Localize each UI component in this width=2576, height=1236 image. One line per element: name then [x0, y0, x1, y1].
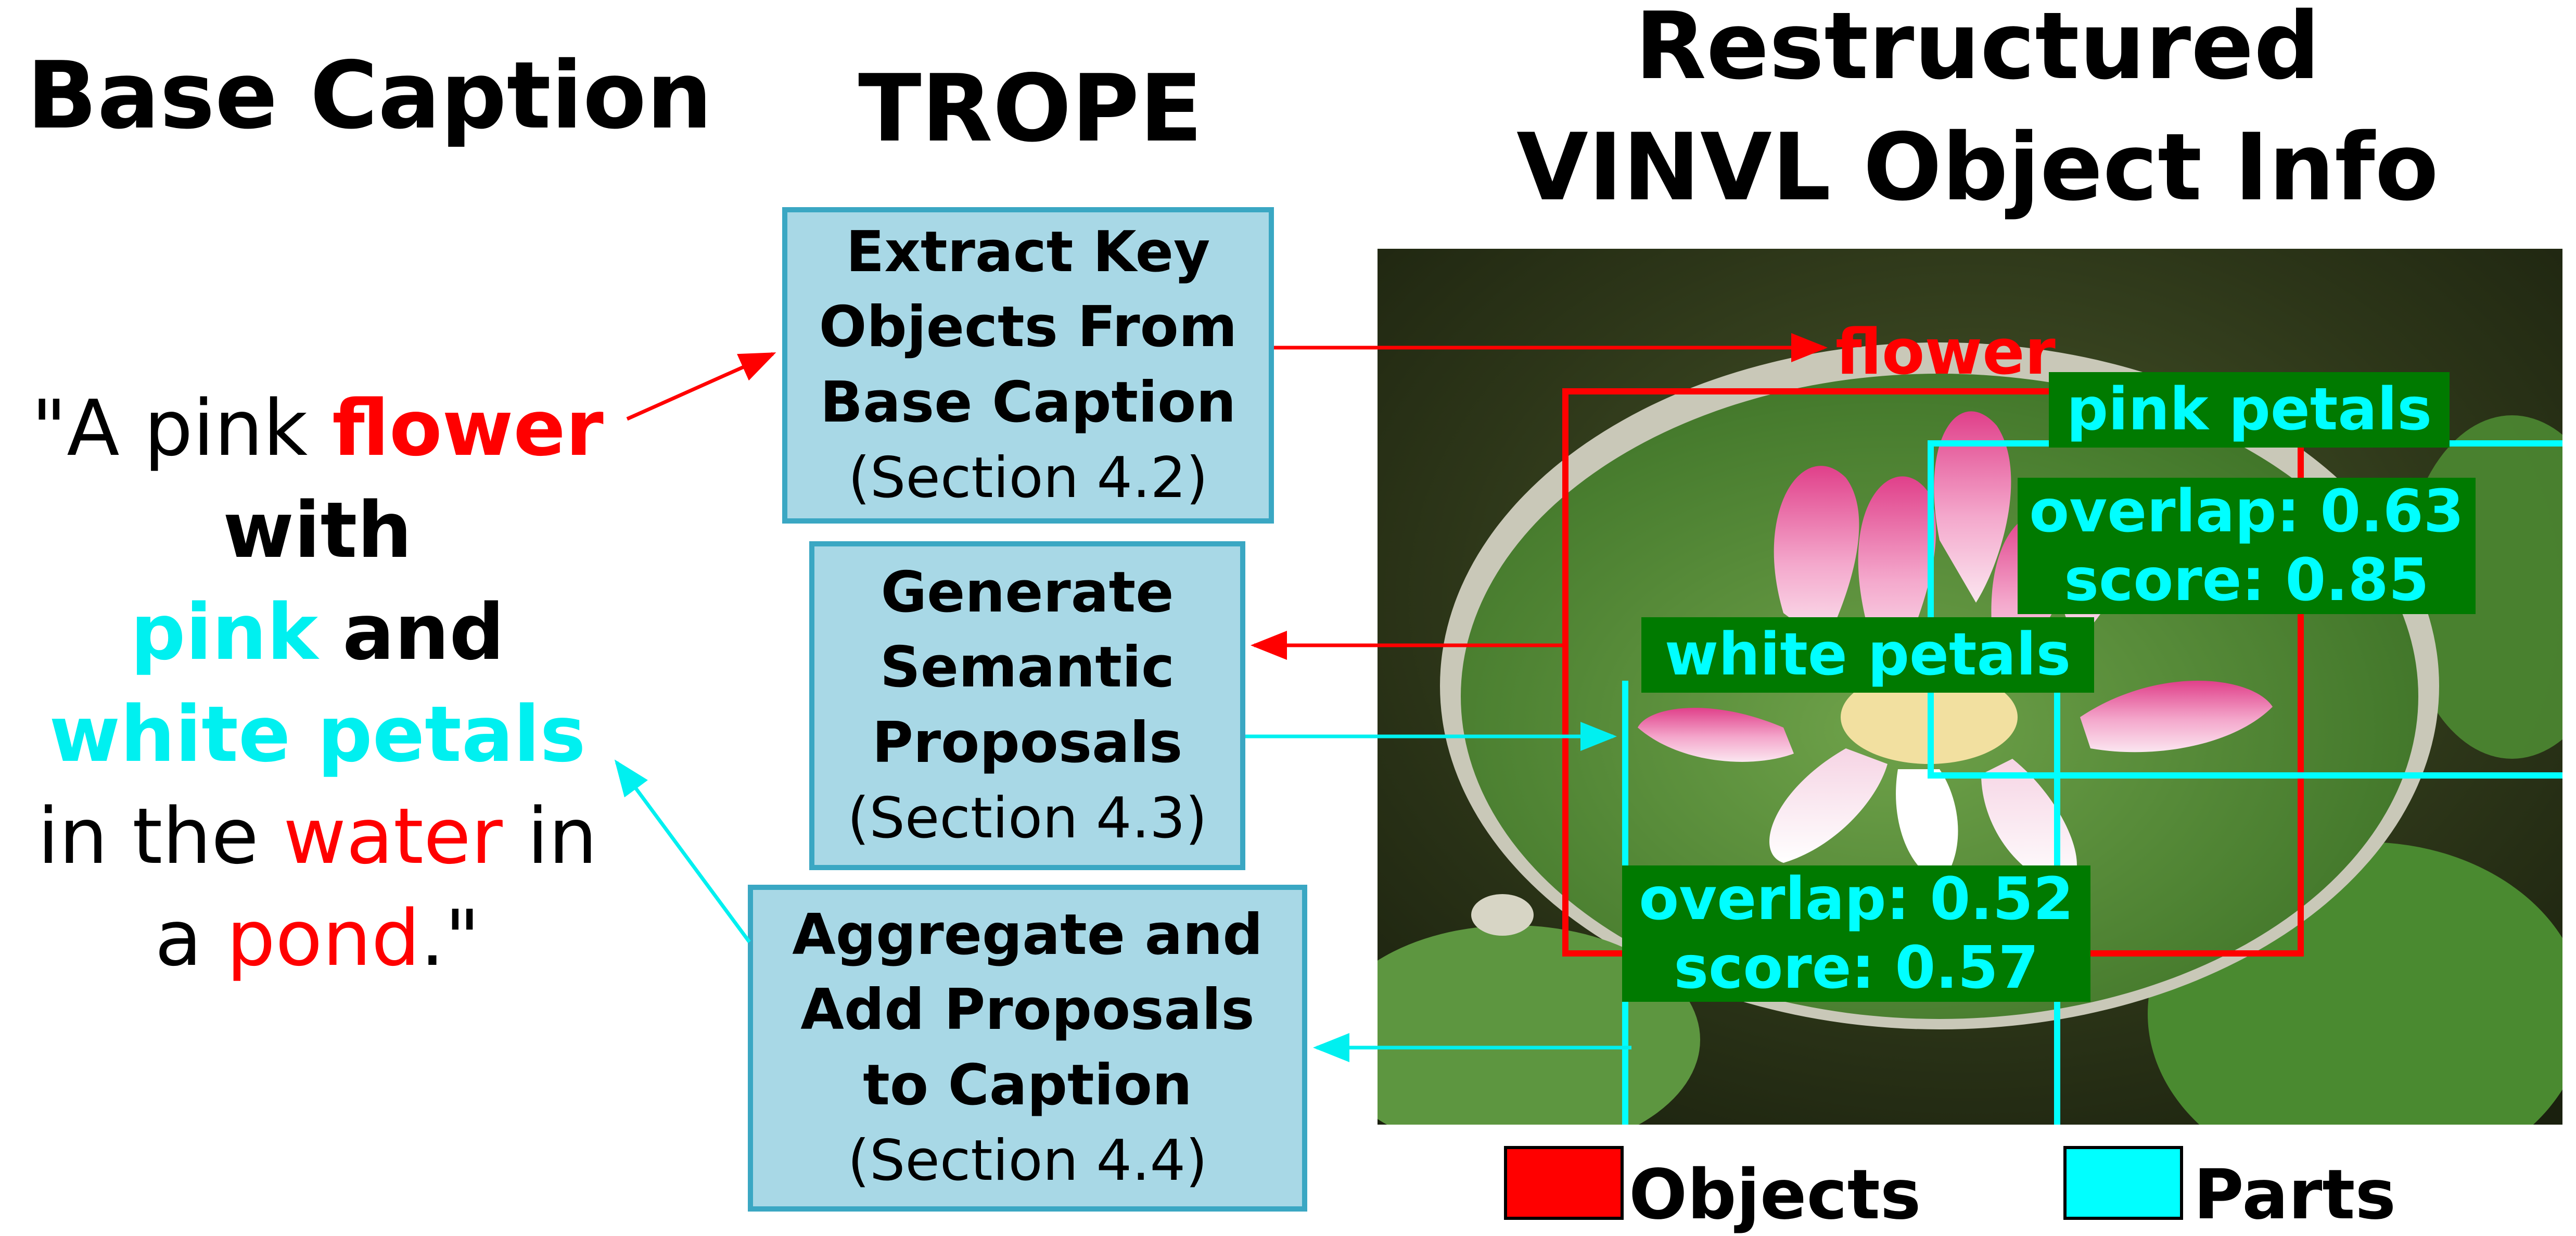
step3-title-line3: to Caption — [863, 1053, 1192, 1118]
caption-line-1: "A pink flower — [0, 377, 635, 479]
step1-title-line2: Objects From — [819, 295, 1238, 360]
step2-section: (Section 4.3) — [847, 785, 1207, 851]
step3-title-line1: Aggregate and — [792, 902, 1263, 967]
arrow-aggregate-to-caption — [614, 759, 751, 944]
caption-word-in-the: in the — [37, 792, 284, 881]
caption-word-white-petals: white petals — [49, 690, 586, 779]
pink-petals-overlap: overlap: 0.63 — [2029, 477, 2464, 545]
base-caption-heading: Base Caption — [27, 42, 712, 149]
step-box-aggregate: Aggregate and Add Proposals to Caption (… — [748, 885, 1307, 1212]
step3-title-line2: Add Proposals — [800, 977, 1255, 1043]
arrow-caption-to-extract — [626, 352, 776, 421]
white-petals-label: white petals — [1641, 617, 2094, 693]
caption-word-and: and — [342, 588, 505, 677]
step1-title-line3: Base Caption — [820, 370, 1236, 435]
white-petals-overlap: overlap: 0.52 — [1639, 865, 2074, 933]
flower-label: flower — [1835, 316, 2056, 389]
trope-heading: TROPE — [858, 55, 1203, 162]
lotus-photo: flower pink petals overlap: 0.63 score: … — [1378, 249, 2562, 1125]
step1-title-line1: Extract Key — [846, 219, 1210, 285]
caption-line-4: white petals — [0, 683, 635, 785]
restructured-heading-line2: VINVL Object Info — [1516, 113, 2439, 221]
caption-word-a: a — [155, 894, 227, 983]
step-box-generate: Generate Semantic Proposals (Section 4.3… — [809, 541, 1245, 870]
caption-word-flower: flower — [332, 384, 604, 473]
caption-line-2: with — [0, 479, 635, 581]
pink-petals-label: pink petals — [2049, 372, 2450, 448]
caption-word-water: water — [283, 792, 503, 881]
step1-section: (Section 4.2) — [848, 445, 1208, 511]
caption-word-pond: pond — [226, 894, 420, 983]
step-box-extract: Extract Key Objects From Base Caption (S… — [782, 207, 1274, 524]
white-petals-score: score: 0.57 — [1674, 934, 2039, 1002]
pink-petals-stats: overlap: 0.63 score: 0.85 — [2018, 478, 2476, 614]
base-caption-text: "A pink flower with pink and white petal… — [0, 377, 635, 989]
legend-parts-swatch — [2063, 1146, 2183, 1220]
caption-line-5: in the water in — [0, 785, 635, 887]
caption-line-3: pink and — [0, 581, 635, 683]
legend-objects-label: Objects — [1629, 1155, 1921, 1235]
caption-line-6: a pond." — [0, 887, 635, 989]
caption-open: "A pink — [31, 384, 333, 473]
caption-close: ." — [420, 894, 480, 983]
restructured-heading-line1: Restructured — [1635, 0, 2320, 100]
legend-parts-label: Parts — [2194, 1155, 2396, 1235]
caption-word-pink: pink — [130, 588, 318, 677]
legend-objects-swatch — [1504, 1146, 1624, 1220]
caption-word-in: in — [502, 792, 597, 881]
step3-section: (Section 4.4) — [847, 1128, 1208, 1193]
step2-title-line3: Proposals — [872, 710, 1183, 775]
white-petals-stats: overlap: 0.52 score: 0.57 — [1622, 865, 2090, 1002]
step2-title-line2: Semantic — [880, 635, 1175, 700]
step2-title-line1: Generate — [881, 559, 1174, 625]
pink-petals-score: score: 0.85 — [2064, 546, 2429, 614]
caption-word-with: with — [223, 486, 412, 575]
